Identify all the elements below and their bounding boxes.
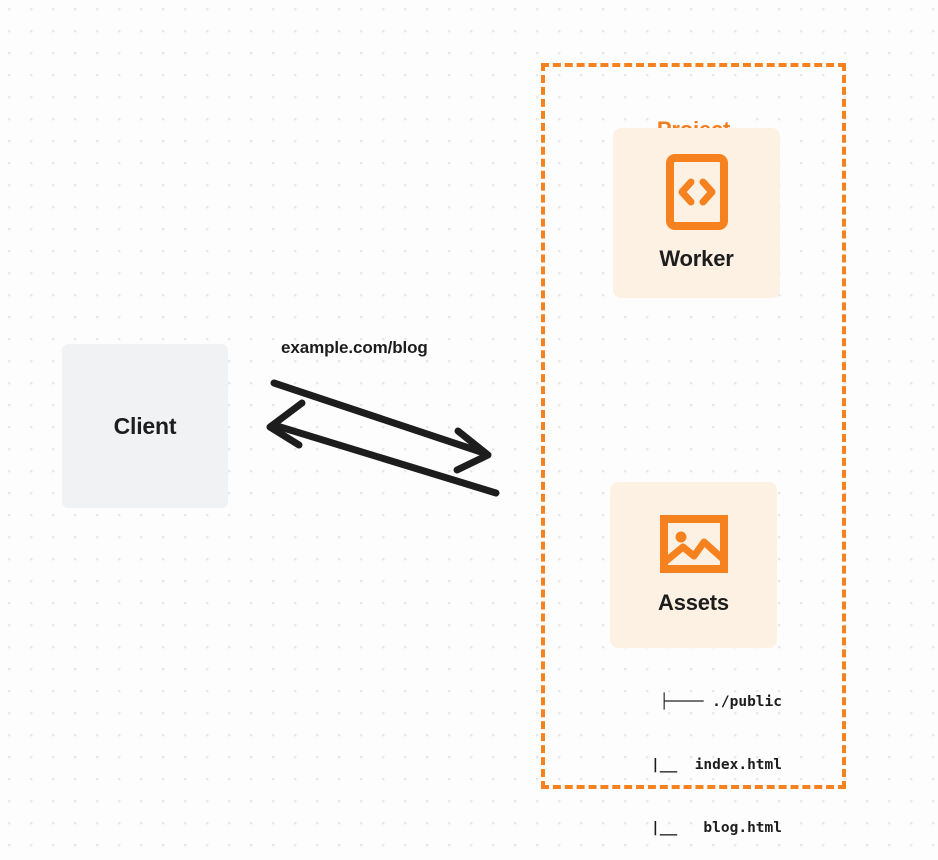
tree-row: |__ blog.html (624, 820, 782, 836)
request-url-label: example.com/blog (281, 338, 428, 357)
client-label: Client (113, 412, 177, 439)
worker-label: Worker (659, 246, 734, 271)
assets-label: Assets (658, 590, 729, 615)
tree-row: |__ index.html (624, 757, 782, 773)
client-node[interactable]: Client (62, 344, 228, 508)
assets-file-tree: ├──── ./public |__ index.html |__ blog.h… (586, 650, 782, 860)
tree-row: ├──── ./public (659, 694, 782, 710)
worker-node[interactable]: Worker (613, 128, 780, 298)
image-icon (659, 514, 728, 574)
arrow-right-icon (270, 379, 492, 474)
code-brackets-icon (665, 154, 728, 230)
assets-node[interactable]: Assets (610, 482, 777, 648)
arrow-left-icon (266, 399, 500, 497)
